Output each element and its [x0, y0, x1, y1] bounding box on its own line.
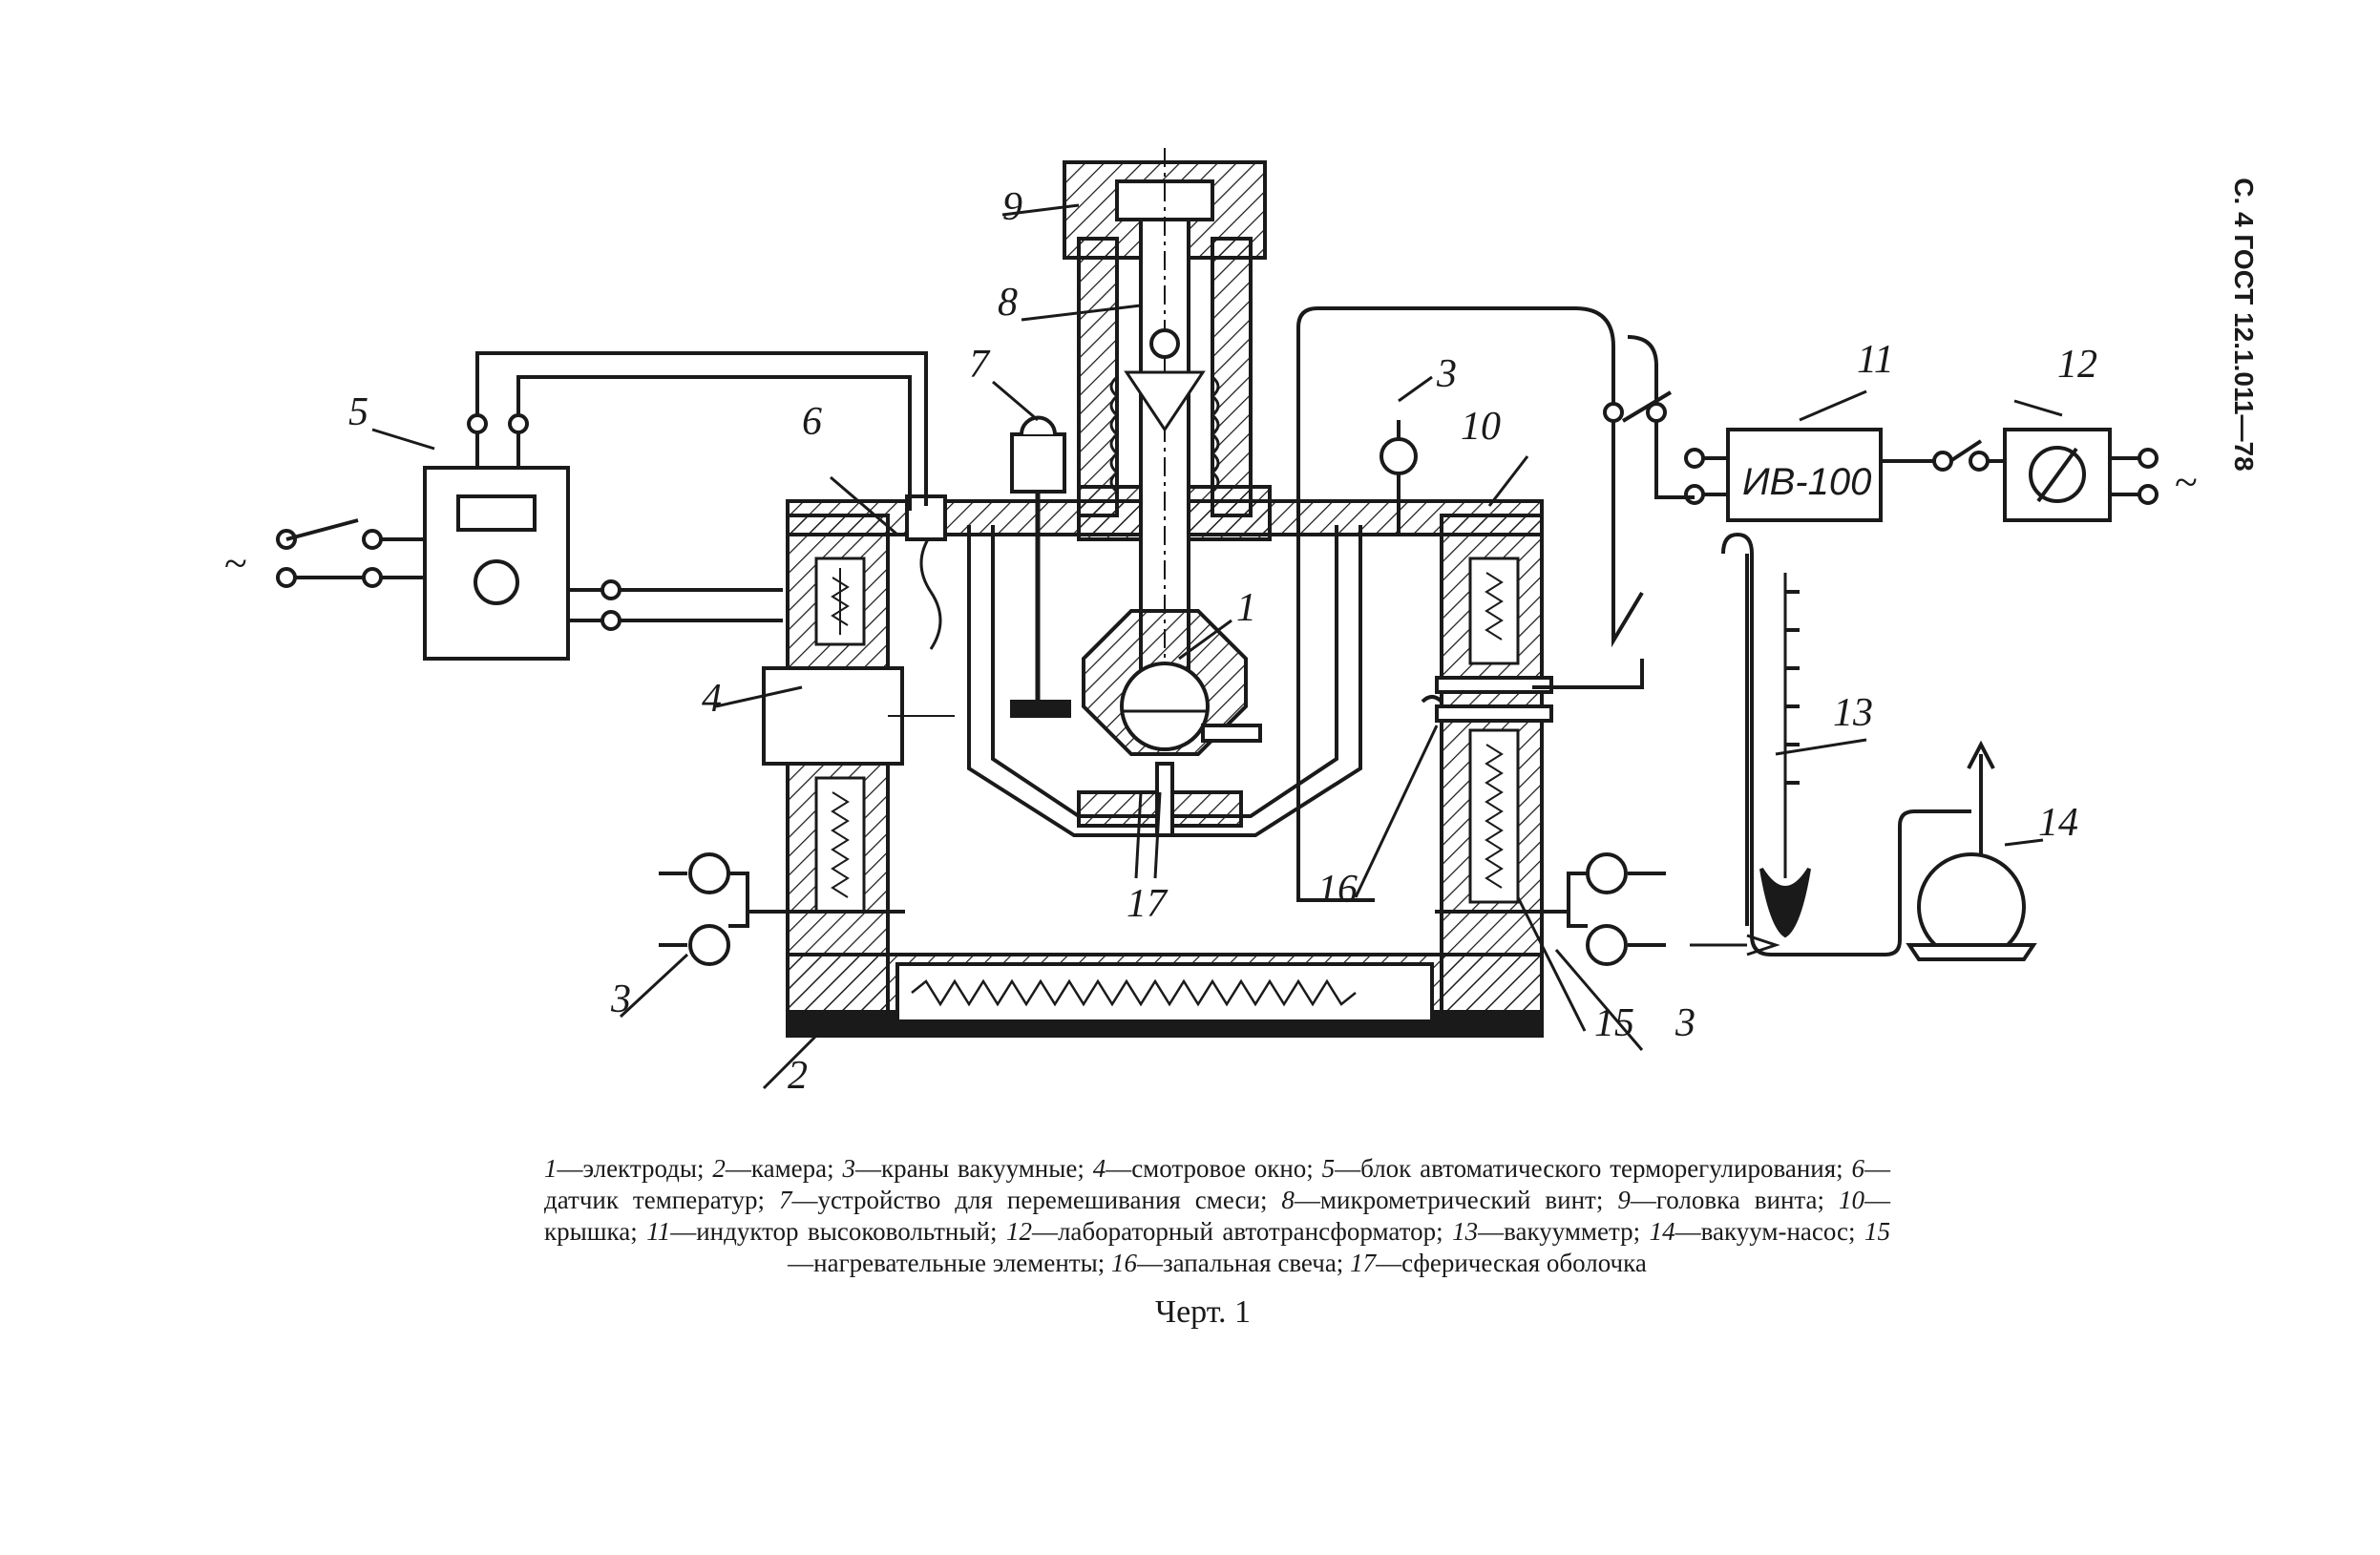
power-chain: [1296, 306, 2159, 902]
callout-3-lid-tap: 3: [1436, 352, 1457, 396]
callout-6: 6: [802, 400, 822, 444]
callout-14: 14: [2038, 801, 2078, 845]
spark-plug: [1421, 676, 1553, 723]
callout-numbers: 1 2 3 3 3 3 4 5 6 7 8 9 10 11 12 13 14 1…: [348, 185, 2097, 1098]
callout-4: 4: [702, 677, 722, 721]
callout-12: 12: [2057, 343, 2097, 387]
legend-item: 6—датчик температур;: [544, 1154, 1890, 1214]
legend-item: 3—краны вакуумные;: [842, 1154, 1093, 1183]
legend-item: 12—лабораторный автотрансформатор;: [1005, 1217, 1453, 1246]
callout-11: 11: [1857, 338, 1894, 382]
legend-item: 13—вакуумметр;: [1452, 1217, 1650, 1246]
callout-13: 13: [1833, 691, 1873, 735]
callout-10: 10: [1461, 405, 1501, 449]
figure-legend: 1—электроды; 2—камера; 3—краны вакуумные…: [544, 1153, 1890, 1279]
control-unit: [276, 351, 928, 661]
legend-item: 9—головка винта;: [1617, 1186, 1839, 1214]
legend-item: 1—электроды;: [544, 1154, 713, 1183]
callout-16: 16: [1317, 868, 1358, 912]
legend-item: 5—блок автоматического терморегулировани…: [1321, 1154, 1852, 1183]
stirrer-and-sensor: [905, 415, 1071, 718]
generator-label: ИВ-100: [1742, 461, 1871, 503]
chamber: [762, 514, 1544, 1038]
legend-item: 8—микрометрический винт;: [1281, 1186, 1618, 1214]
spherical-shell: [967, 525, 1362, 837]
legend-item: 14—вакуум-насос;: [1649, 1217, 1864, 1246]
figure-caption: Черт. 1: [1154, 1294, 1252, 1330]
callout-8: 8: [998, 281, 1018, 325]
legend-item: 16—запальная свеча;: [1111, 1249, 1351, 1277]
ac-input-symbol-right: ~: [2175, 459, 2198, 506]
callout-7: 7: [969, 343, 991, 387]
legend-item: 10—крышка;: [544, 1186, 1890, 1246]
callout-17: 17: [1127, 882, 1169, 926]
callout-2: 2: [788, 1054, 808, 1098]
legend-item: 17—сферическая оболочка: [1350, 1249, 1647, 1277]
ac-input-symbol-left: ~: [224, 540, 247, 587]
callout-3-left-taps: 3: [610, 977, 631, 1021]
vacuum-taps: [659, 420, 1780, 966]
callout-15: 15: [1594, 1001, 1634, 1045]
legend-item: 7—устройство для перемешивания смеси;: [778, 1186, 1282, 1214]
callout-1: 1: [1236, 586, 1256, 630]
callout-9: 9: [1002, 185, 1022, 229]
vacuum-gauge-and-pump: [1721, 532, 2037, 961]
legend-item: 11—индуктор высоковольтный;: [646, 1217, 1006, 1246]
leader-lines: [371, 203, 2063, 1090]
legend-item: 15—нагревательные элементы;: [788, 1217, 1890, 1277]
legend-item: 2—камера;: [712, 1154, 843, 1183]
heating-elements: [814, 557, 1520, 914]
legend-item: 4—смотровое окно;: [1092, 1154, 1322, 1183]
callout-3-right-taps: 3: [1674, 1001, 1695, 1045]
callout-5: 5: [348, 390, 369, 434]
